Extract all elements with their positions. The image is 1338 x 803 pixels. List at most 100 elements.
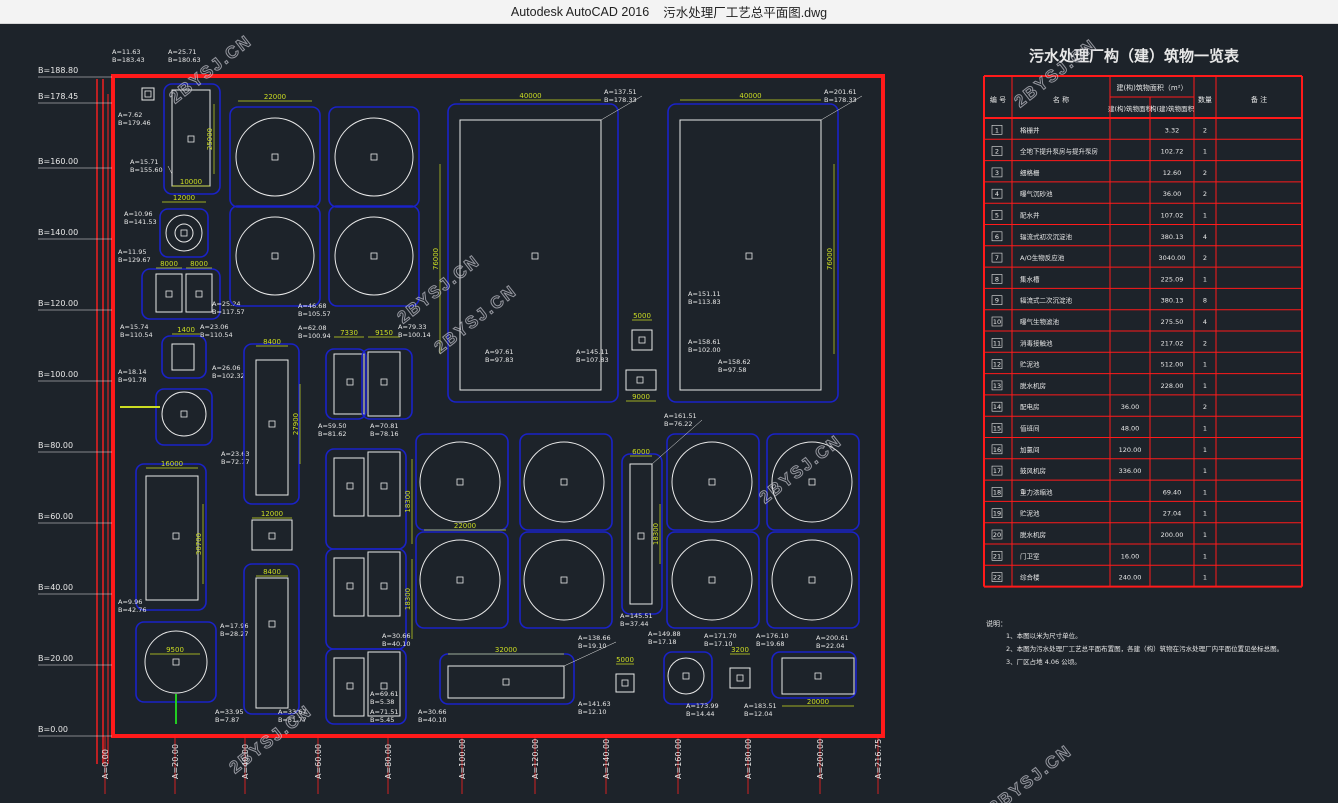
coordinate-label-a: A=11.95 [118, 248, 147, 256]
blower-outline [325, 448, 407, 550]
table-cell-no: 19 [993, 510, 1001, 518]
axis-label-bottom: A=60.00 [314, 744, 323, 779]
primary-clarifier-outline [229, 205, 321, 307]
dimension-text: 76000 [432, 248, 440, 270]
table-cell-qty: 1 [1203, 531, 1207, 539]
dimension-text: 9150 [375, 329, 393, 337]
office-a [333, 657, 365, 717]
structure-tag [144, 90, 152, 98]
coordinate-label-a: A=71.51 [370, 708, 399, 716]
table-cell-qty: 1 [1203, 212, 1207, 220]
table-no-box [991, 529, 1003, 540]
drawing-svg[interactable]: B=188.80B=178.45B=160.00B=140.00B=120.00… [0, 24, 1338, 803]
sludge-well-outline [663, 651, 713, 705]
coordinate-label-a: A=69.61 [370, 690, 399, 698]
table-no-box [991, 274, 1003, 284]
table-no-box [991, 125, 1003, 135]
dimension-text: 1400 [177, 326, 195, 334]
structure-tag [370, 252, 378, 260]
dimension-text: 27900 [292, 413, 300, 435]
coordinate-label-b: B=40.10 [382, 640, 411, 648]
dimension-text: 9000 [632, 393, 650, 401]
table-cell-name: 鼓风机房 [1020, 466, 1046, 475]
coordinate-label-b: B=22.04 [816, 642, 845, 650]
coordinate-label-b: B=141.53 [124, 218, 157, 226]
coordinate-label-b: B=155.60 [130, 166, 163, 174]
coordinate-label-b: B=180.63 [168, 56, 201, 64]
coordinate-label-b: B=179.46 [118, 119, 151, 127]
axis-label-left: B=178.45 [38, 92, 78, 101]
coordinate-label-b: B=129.67 [118, 256, 151, 264]
table-cell-qty: 1 [1203, 552, 1207, 560]
sludge-pump-body [629, 463, 653, 605]
grit-basin-outline [141, 268, 221, 320]
coordinate-label-b: B=14.44 [686, 710, 715, 718]
table-cell-area-planned: 107.02 [1161, 212, 1184, 220]
watermark-text: 2BYSJ.CN [986, 741, 1076, 803]
coordinate-label-b: B=100.94 [298, 332, 331, 340]
axis-label-bottom: A=120.00 [531, 739, 540, 779]
coordinate-label-b: B=19.68 [756, 640, 785, 648]
coordinate-label-b: B=113.83 [688, 298, 721, 306]
axis-label-bottom: A=0.00 [101, 749, 110, 779]
table-cell-name: 脱水机房 [1020, 381, 1046, 390]
dimension-text: 30700 [195, 533, 203, 555]
coordinate-label-a: A=25.24 [212, 300, 241, 308]
secondary-clarifier-circle [419, 441, 501, 523]
table-header-area: 建(构)筑物面积（m²） [1116, 83, 1187, 92]
table-cell-area-planned: 27.04 [1163, 510, 1182, 518]
coordinate-label-a: A=138.66 [578, 634, 611, 642]
secondary-clarifier-outline [666, 433, 760, 531]
file-title: 污水处理厂工艺总平面图.dwg [663, 6, 828, 20]
dewater-a [333, 557, 365, 617]
coordinate-label-a: A=23.63 [221, 450, 250, 458]
table-cell-area-planned: 512.00 [1161, 361, 1184, 369]
structure-tag [380, 482, 388, 490]
table-cell-name: 曝气沉砂池 [1020, 189, 1053, 198]
coordinate-label-a: A=62.08 [298, 324, 327, 332]
table-no-box [991, 444, 1003, 455]
axis-label-bottom: A=100.00 [458, 739, 467, 779]
table-cell-qty: 1 [1203, 488, 1207, 496]
structure-tag [268, 620, 276, 628]
table-cell-area-existing: 36.00 [1121, 403, 1140, 411]
grit-basin-b [185, 273, 213, 313]
table-cell-area-planned: 380.13 [1161, 297, 1184, 305]
table-cell-no: 10 [993, 318, 1001, 326]
gate-house [615, 673, 635, 693]
table-cell-no: 3 [995, 169, 999, 177]
coordinate-label-a: A=161.51 [664, 412, 697, 420]
dimension-text: 76000 [826, 248, 834, 270]
dimension-text: 18300 [652, 523, 660, 545]
structure-tag [637, 532, 645, 540]
coordinate-label-a: A=33.95 [215, 708, 244, 716]
table-cell-area-existing: 16.00 [1121, 552, 1140, 560]
structure-tag [736, 674, 744, 682]
table-cell-qty: 2 [1203, 126, 1207, 134]
table-no-box [991, 359, 1003, 369]
table-no-box [991, 337, 1003, 348]
structure-tag [380, 378, 388, 386]
coordinate-label-b: B=105.57 [298, 310, 331, 318]
storage-tank-body [447, 665, 565, 699]
dimension-text: 25000 [206, 128, 214, 150]
table-cell-area-planned: 200.00 [1161, 531, 1184, 539]
table-cell-no: 5 [995, 212, 999, 220]
structure-tag [195, 290, 203, 298]
structure-tag [268, 420, 276, 428]
structure-tag [456, 478, 464, 486]
table-cell-no: 15 [993, 425, 1001, 433]
table-no-box [991, 210, 1003, 220]
coordinate-label-b: B=17.18 [648, 638, 677, 646]
notes-heading: 说明： [986, 619, 1007, 628]
coordinate-label-a: A=15.74 [120, 323, 149, 331]
thickener-circle [144, 630, 208, 694]
dimension-text: 8400 [263, 338, 281, 346]
table-no-box [991, 401, 1003, 412]
office-building-outline [771, 651, 857, 699]
office-b [367, 651, 401, 717]
table-cell-no: 21 [993, 552, 1001, 560]
structure-tag [370, 153, 378, 161]
table-cell-area-existing: 120.00 [1119, 446, 1142, 454]
